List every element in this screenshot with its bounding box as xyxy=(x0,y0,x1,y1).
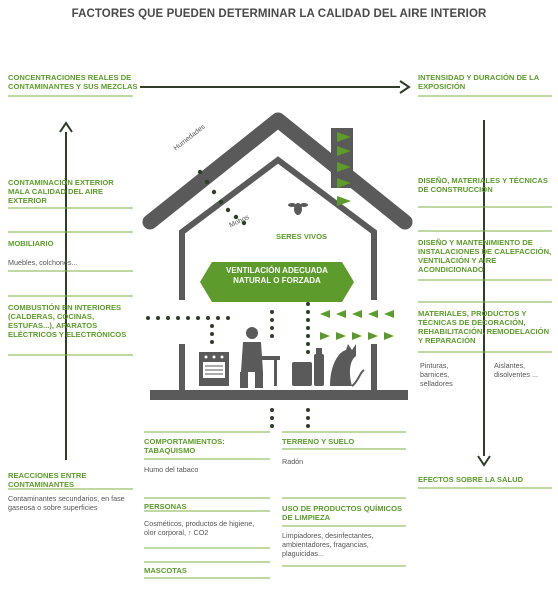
materiales-label: MATERIALES, PRODUCTOS Y TÉCNICAS DE DECO… xyxy=(418,309,550,345)
seres-vivos-label: SERES VIVOS xyxy=(276,232,328,241)
efectos-label: EFECTOS SOBRE LA SALUD xyxy=(418,475,524,484)
mascotas-label: MASCOTAS xyxy=(144,566,187,575)
contaminacion-exterior-label: CONTAMINACIÓN EXTERIOR MALA CALIDAD DEL … xyxy=(8,178,114,205)
mobiliario-label: MOBILIARIO xyxy=(8,239,54,248)
terreno-label: TERRENO Y SUELO xyxy=(282,437,355,446)
ventilation-banner xyxy=(212,262,342,302)
smoking-person-icon xyxy=(240,327,280,388)
reacciones-sub: Contaminantes secundarios, en fase gaseo… xyxy=(8,494,125,512)
materiales-sub-2: Aislantes, disolventes ... xyxy=(494,361,538,379)
personas-label: PERSONAS xyxy=(144,502,187,511)
cat-icon xyxy=(330,344,365,387)
stove-icon xyxy=(199,352,229,386)
left-arrow-head xyxy=(59,121,73,133)
fly-icon xyxy=(288,203,308,215)
uso-productos-sub: Limpiadores, desinfectantes, ambientador… xyxy=(282,531,374,558)
uso-productos-label: USO DE PRODUCTOS QUÍMICOS DE LIMPIEZA xyxy=(282,504,403,522)
concentraciones-label: CONCENTRACIONES REALES DE CONTAMINANTES … xyxy=(8,73,138,91)
house-inner-wall xyxy=(179,156,377,300)
green-triangles xyxy=(320,310,394,340)
combustion-label: COMBUSTIÓN EN INTERIORES (CALDERAS, COCI… xyxy=(8,303,127,339)
ventilacion-label: VENTILACIÓN ADECUADA NATURAL O FORZADA xyxy=(226,266,328,285)
mobiliario-sub: Muebles, colchones... xyxy=(8,258,78,267)
ventilation-dots xyxy=(146,302,310,428)
comportamientos-sub: Humo del tabaco xyxy=(144,465,199,474)
terreno-sub: Radón xyxy=(282,457,304,466)
personas-sub: Cosméticos, productos de higiene, olor c… xyxy=(144,519,255,537)
house-floor xyxy=(150,390,408,400)
diseno-label: DISEÑO, MATERIALES Y TÉCNICAS DE CONSTRU… xyxy=(418,176,548,194)
reacciones-label: REACCIONES ENTRE CONTAMINANTES xyxy=(8,471,87,489)
house-roof xyxy=(142,112,413,230)
chimney xyxy=(331,128,353,188)
right-arrow-head xyxy=(477,455,491,467)
materiales-sub-1: Pinturas, barnices, selladores xyxy=(420,361,453,388)
moisture-dots xyxy=(197,169,247,226)
top-arrow-head xyxy=(399,80,411,94)
mantenimiento-label: DISEÑO Y MANTENIMIENTO DE INSTALACIONES … xyxy=(418,238,552,274)
intensidad-label: INTENSIDAD Y DURACIÓN DE LA EXPOSICIÓN xyxy=(418,73,539,91)
cleaning-products-icon xyxy=(292,348,324,386)
comportamientos-label: COMPORTAMIENTOS: TABAQUISMO xyxy=(144,437,225,455)
page-title: FACTORES QUE PUEDEN DETERMINAR LA CALIDA… xyxy=(71,8,487,20)
